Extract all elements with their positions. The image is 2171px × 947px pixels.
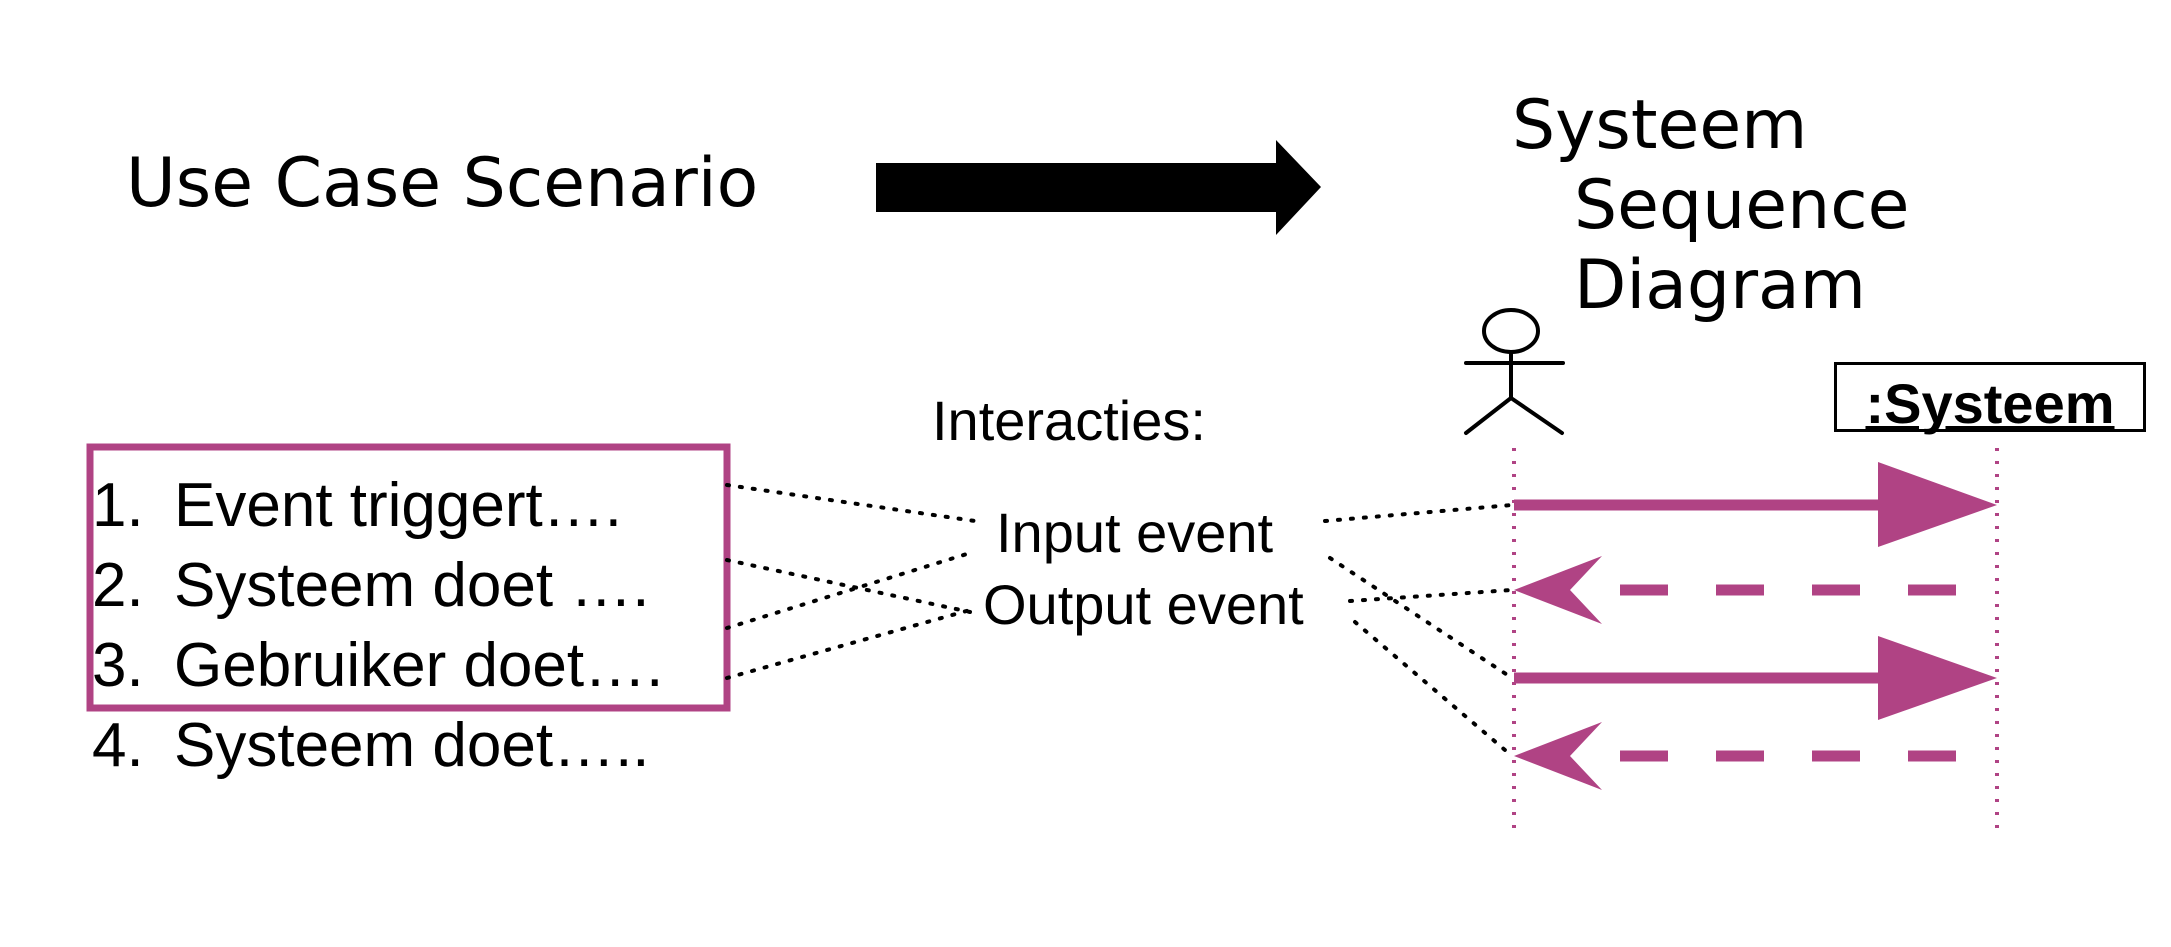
scenario-step: 4. Systeem doet….. xyxy=(92,706,663,786)
dotted-connectors xyxy=(725,483,1514,758)
right-arrow-icon xyxy=(876,140,1321,235)
step-number: 2. xyxy=(92,551,144,620)
title-line: Diagram xyxy=(1574,246,1866,325)
scenario-step: 1. Event triggert…. xyxy=(92,466,663,546)
input-message-arrow xyxy=(1514,636,1997,720)
system-object-label: :Systeem xyxy=(1865,372,2115,435)
title-line: Sequence xyxy=(1574,166,1910,245)
step-text: Gebruiker doet…. xyxy=(174,631,664,700)
step-text: Systeem doet….. xyxy=(174,711,650,780)
system-object-box xyxy=(1834,362,2146,432)
input-event-label: Input event xyxy=(996,501,1274,564)
scenario-step: 3. Gebruiker doet…. xyxy=(92,626,663,706)
output-event-label: Output event xyxy=(983,573,1304,636)
step-number: 4. xyxy=(92,711,144,780)
scenario-steps-list: 1. Event triggert…. 2. Systeem doet …. 3… xyxy=(92,466,663,786)
scenario-step: 2. Systeem doet …. xyxy=(92,546,663,626)
step-number: 3. xyxy=(92,631,144,700)
input-message-arrow xyxy=(1514,462,1997,547)
step-text: Event triggert…. xyxy=(174,471,622,540)
scenario-highlight-frame xyxy=(86,443,731,712)
output-message-arrow xyxy=(1514,556,1997,624)
interactions-label: Interacties: xyxy=(932,389,1206,452)
system-sequence-diagram-title: Systeem Sequence Diagram xyxy=(1512,86,1909,326)
stick-figure-actor-icon xyxy=(1464,308,1565,435)
output-message-arrow xyxy=(1514,722,1997,790)
step-number: 1. xyxy=(92,471,144,540)
title-line: Systeem xyxy=(1512,86,1808,165)
step-text: Systeem doet …. xyxy=(174,551,650,620)
use-case-scenario-title: Use Case Scenario xyxy=(126,144,759,223)
